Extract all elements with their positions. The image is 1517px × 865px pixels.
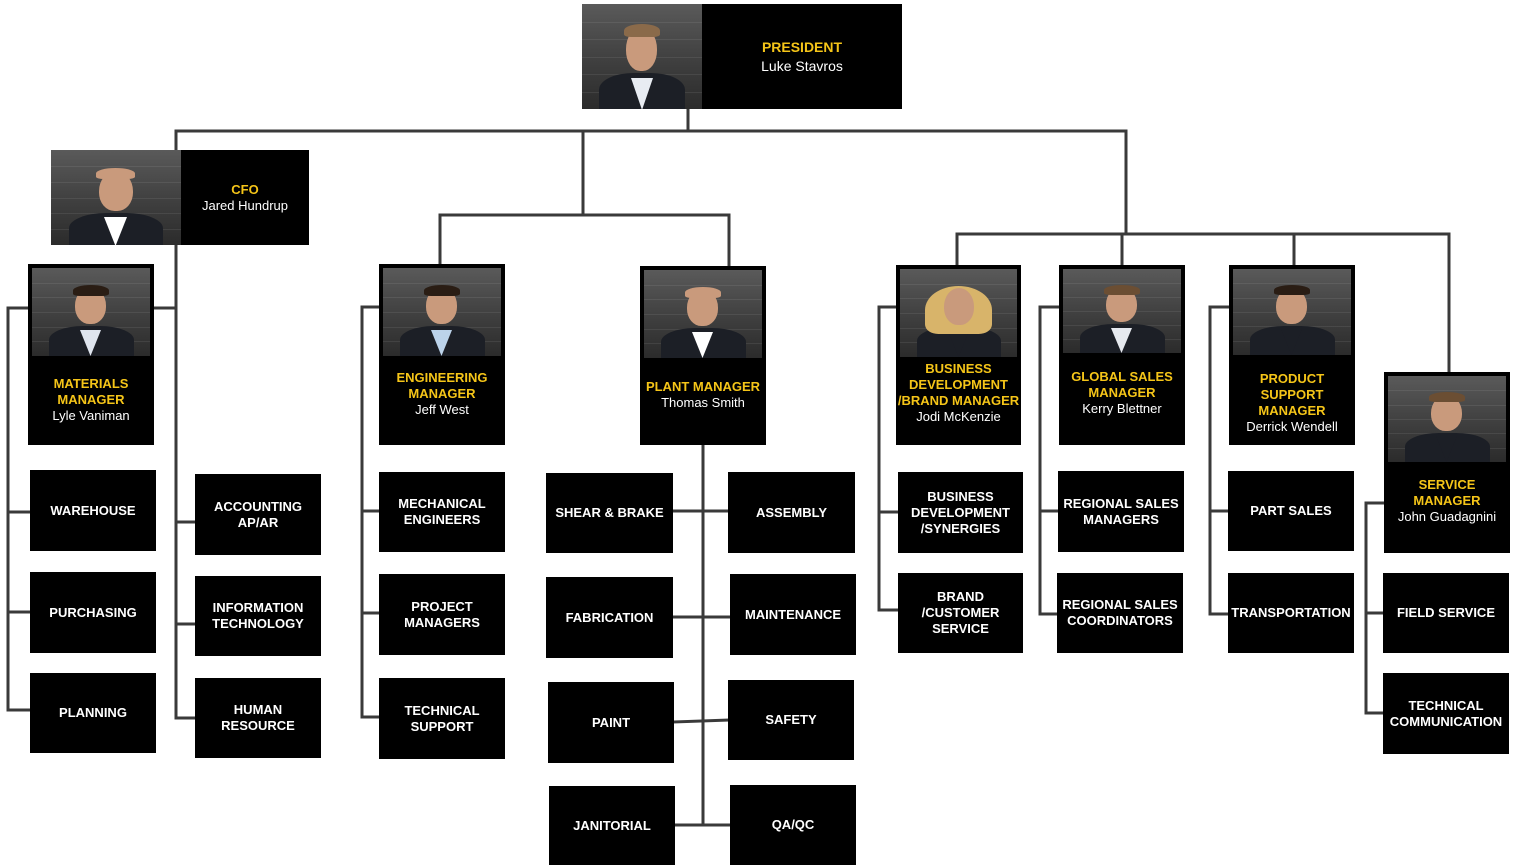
materials-manager-name: Lyle Vaniman xyxy=(52,408,130,423)
dept-field-service: FIELD SERVICE xyxy=(1383,573,1509,653)
cfo-name: Jared Hundrup xyxy=(202,197,288,213)
portrait-hair xyxy=(424,285,460,296)
connector-line xyxy=(672,718,730,724)
product-support-manager-title: PRODUCT SUPPORT MANAGER xyxy=(1258,371,1326,418)
portrait-hair xyxy=(1104,285,1140,295)
dept-project-managers: PROJECT MANAGERS xyxy=(379,574,505,655)
materials-manager-photo xyxy=(32,268,150,356)
engineering-manager-photo xyxy=(383,268,501,356)
plant-manager-name: Thomas Smith xyxy=(661,395,745,410)
dept-information-technology: INFORMATION TECHNOLOGY xyxy=(195,576,321,656)
dept-maintenance: MAINTENANCE xyxy=(730,574,856,655)
service-manager-title: SERVICE MANAGER xyxy=(1413,477,1481,508)
plant-manager-photo xyxy=(644,270,762,358)
service-manager-photo xyxy=(1388,376,1506,462)
president-title: PRESIDENT xyxy=(761,38,843,55)
photo-backdrop-line xyxy=(51,166,181,167)
dept-safety: SAFETY xyxy=(728,680,854,760)
dept-transportation: TRANSPORTATION xyxy=(1228,573,1354,653)
engineering-manager-card: ENGINEERING MANAGER Jeff West xyxy=(379,264,505,445)
dept-accounting: ACCOUNTING AP/AR xyxy=(195,474,321,555)
cfo-title: CFO xyxy=(231,181,259,197)
materials-manager-title: MATERIALS MANAGER xyxy=(53,376,129,407)
engineering-manager-title: ENGINEERING MANAGER xyxy=(396,370,488,401)
portrait-hair xyxy=(624,24,660,37)
dept-janitorial: JANITORIAL xyxy=(549,786,675,865)
portrait-hair xyxy=(1429,392,1465,402)
dept-warehouse: WAREHOUSE xyxy=(30,470,156,551)
dept-technical-communication: TECHNICAL COMMUNICATION xyxy=(1383,673,1509,754)
cfo-photo xyxy=(51,150,181,245)
photo-backdrop-line xyxy=(1388,390,1506,391)
global-sales-manager-title: GLOBAL SALES MANAGER xyxy=(1071,369,1173,400)
dept-shear-brake: SHEAR & BRAKE xyxy=(546,473,673,553)
engineering-manager-name: Jeff West xyxy=(415,402,469,417)
photo-backdrop-line xyxy=(32,283,150,284)
global-sales-manager-photo xyxy=(1063,269,1181,353)
dept-part-sales: PART SALES xyxy=(1228,471,1354,551)
global-sales-manager-card: GLOBAL SALES MANAGER Kerry Blettner xyxy=(1059,265,1185,445)
dept-paint: PAINT xyxy=(548,682,674,763)
portrait-hair xyxy=(1274,285,1310,295)
portrait-hair xyxy=(685,287,721,298)
dept-regional-sales-coordinators: REGIONAL SALES COORDINATORS xyxy=(1057,573,1183,653)
dept-business-development-synergies: BUSINESS DEVELOPMENT /SYNERGIES xyxy=(898,472,1023,553)
dept-purchasing: PURCHASING xyxy=(30,572,156,653)
business-manager-card: BUSINESS DEVELOPMENT /BRAND MANAGER Jodi… xyxy=(896,265,1021,445)
product-support-manager-name: Derrick Wendell xyxy=(1246,419,1338,434)
photo-backdrop-line xyxy=(383,283,501,284)
product-support-manager-card: PRODUCT SUPPORT MANAGER Derrick Wendell xyxy=(1229,265,1355,445)
president-card: PRESIDENT Luke Stavros xyxy=(582,4,902,109)
dept-regional-sales-managers: REGIONAL SALES MANAGERS xyxy=(1058,471,1184,552)
plant-manager-title: PLANT MANAGER xyxy=(645,379,761,394)
service-manager-name: John Guadagnini xyxy=(1397,509,1497,524)
plant-manager-card: PLANT MANAGER Thomas Smith xyxy=(640,266,766,445)
dept-planning: PLANNING xyxy=(30,673,156,753)
president-photo xyxy=(582,4,702,109)
dept-brand-customer-service: BRAND /CUSTOMER SERVICE xyxy=(898,573,1023,653)
photo-backdrop-line xyxy=(582,22,702,23)
portrait-hair xyxy=(96,168,135,179)
dept-technical-support: TECHNICAL SUPPORT xyxy=(379,678,505,759)
business-manager-name: Jodi McKenzie xyxy=(916,409,1001,424)
business-manager-title: BUSINESS DEVELOPMENT /BRAND MANAGER xyxy=(897,361,1020,408)
business-manager-photo xyxy=(900,269,1017,357)
dept-assembly: ASSEMBLY xyxy=(728,472,855,553)
cfo-card: CFO Jared Hundrup xyxy=(51,150,309,245)
materials-manager-card: MATERIALS MANAGER Lyle Vaniman xyxy=(28,264,154,445)
photo-backdrop-line xyxy=(644,285,762,286)
president-name: Luke Stavros xyxy=(761,57,843,74)
photo-backdrop-line xyxy=(1063,283,1181,284)
photo-backdrop-line xyxy=(900,284,1017,285)
product-support-manager-photo xyxy=(1233,269,1351,355)
dept-human-resource: HUMAN RESOURCE xyxy=(195,678,321,758)
portrait-hair xyxy=(73,285,109,296)
portrait-head xyxy=(944,288,974,325)
service-manager-card: SERVICE MANAGER John Guadagnini xyxy=(1384,372,1510,553)
dept-mechanical-engineers: MECHANICAL ENGINEERS xyxy=(379,472,505,552)
dept-fabrication: FABRICATION xyxy=(546,577,673,658)
dept-qa-qc: QA/QC xyxy=(730,785,856,865)
global-sales-manager-name: Kerry Blettner xyxy=(1082,401,1162,416)
photo-backdrop-line xyxy=(1233,283,1351,284)
